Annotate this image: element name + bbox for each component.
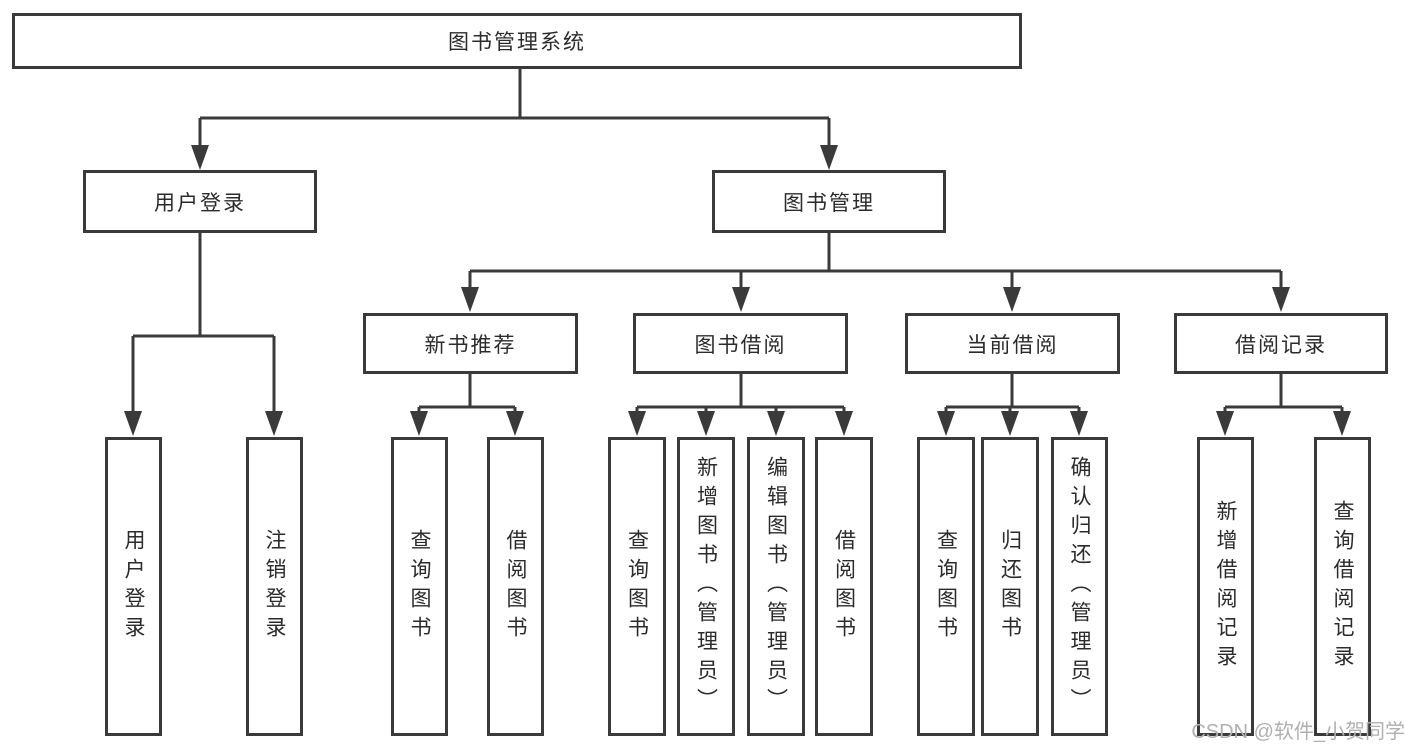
leaf-return-books: 归还图书 bbox=[981, 437, 1039, 736]
node-current-borrowing: 当前借阅 bbox=[905, 313, 1120, 374]
leaf-confirm-return-admin-label: 确认归还（管理员） bbox=[1068, 456, 1091, 717]
arrow-down-icons bbox=[124, 145, 1351, 436]
node-book-borrowing: 图书借阅 bbox=[633, 313, 848, 374]
leaf-logout-label: 注销登录 bbox=[263, 528, 286, 645]
leaf-add-books-admin: 新增图书（管理员） bbox=[677, 437, 735, 736]
leaf-confirm-return-admin: 确认归还（管理员） bbox=[1051, 437, 1108, 736]
leaf-query-books-recommend: 查询图书 bbox=[391, 437, 448, 736]
leaf-return-books-label: 归还图书 bbox=[998, 528, 1022, 645]
leaf-borrow-books-label: 借阅图书 bbox=[832, 528, 856, 645]
leaf-borrow-books-recommend-label: 借阅图书 bbox=[504, 528, 527, 645]
node-book-management-label: 图书管理 bbox=[783, 191, 875, 215]
node-new-book-recommend: 新书推荐 bbox=[363, 313, 578, 374]
leaf-edit-books-admin-label: 编辑图书（管理员） bbox=[764, 456, 788, 717]
leaf-add-borrow-record: 新增借阅记录 bbox=[1197, 437, 1254, 736]
leaf-query-books-current: 查询图书 bbox=[917, 437, 975, 736]
leaf-query-borrow-record: 查询借阅记录 bbox=[1314, 437, 1371, 736]
node-root-label: 图书管理系统 bbox=[448, 31, 586, 54]
leaf-user-login: 用户登录 bbox=[105, 437, 162, 736]
leaf-edit-books-admin: 编辑图书（管理员） bbox=[747, 437, 805, 736]
leaf-borrow-books-recommend: 借阅图书 bbox=[487, 437, 544, 736]
node-root: 图书管理系统 bbox=[12, 13, 1022, 69]
leaf-query-borrow-record-label: 查询借阅记录 bbox=[1331, 499, 1354, 674]
leaf-logout: 注销登录 bbox=[246, 437, 303, 736]
leaf-add-books-admin-label: 新增图书（管理员） bbox=[694, 456, 718, 717]
leaf-query-books-borrowing: 查询图书 bbox=[608, 437, 666, 736]
leaf-query-books-recommend-label: 查询图书 bbox=[408, 528, 431, 645]
watermark-text: CSDN @软件_小贺同学 bbox=[1191, 721, 1405, 743]
node-book-borrowing-label: 图书借阅 bbox=[694, 333, 787, 357]
leaf-query-books-borrowing-label: 查询图书 bbox=[625, 528, 649, 645]
node-user-login: 用户登录 bbox=[83, 170, 317, 233]
leaf-user-login-label: 用户登录 bbox=[122, 528, 145, 645]
node-new-book-recommend-label: 新书推荐 bbox=[424, 333, 517, 357]
node-borrowing-records-label: 借阅记录 bbox=[1235, 333, 1327, 357]
node-user-login-label: 用户登录 bbox=[154, 191, 246, 215]
leaf-borrow-books: 借阅图书 bbox=[815, 437, 873, 736]
leaf-add-borrow-record-label: 新增借阅记录 bbox=[1214, 499, 1237, 674]
node-borrowing-records: 借阅记录 bbox=[1174, 313, 1388, 374]
node-current-borrowing-label: 当前借阅 bbox=[966, 333, 1059, 357]
leaf-query-books-current-label: 查询图书 bbox=[934, 528, 958, 645]
node-book-management: 图书管理 bbox=[712, 170, 946, 233]
connector-lines bbox=[131, 69, 1344, 416]
